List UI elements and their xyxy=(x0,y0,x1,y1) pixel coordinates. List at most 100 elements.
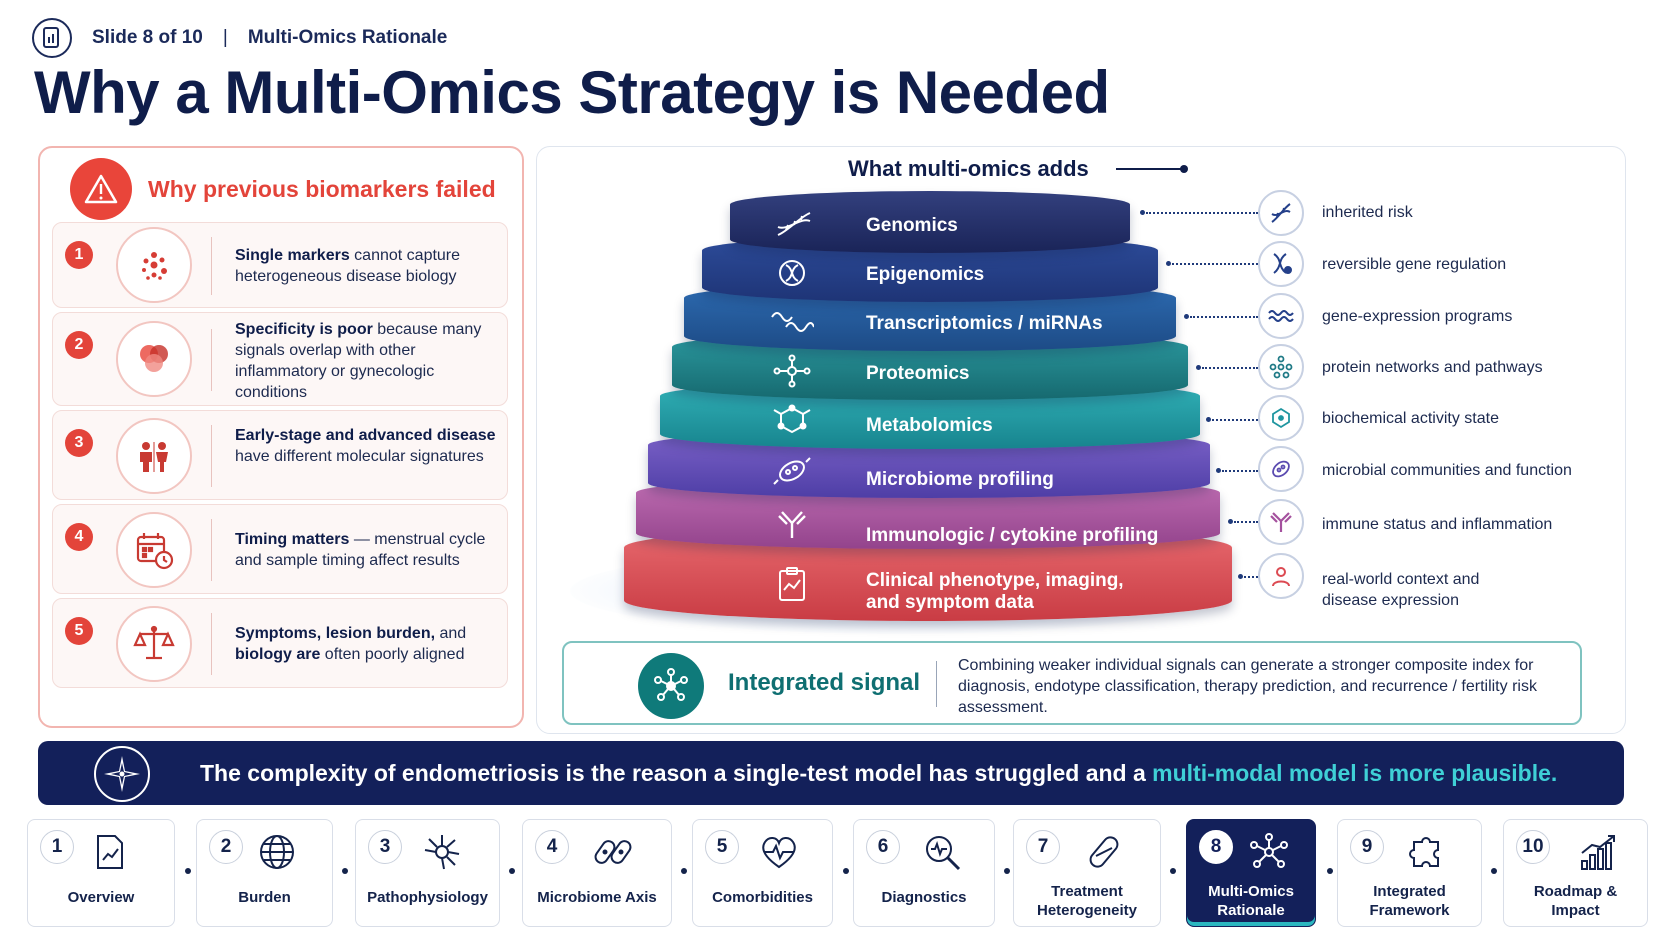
leader-line xyxy=(1222,470,1258,472)
leader-dot xyxy=(1238,574,1243,579)
person-icon xyxy=(1258,553,1304,599)
page-title: Why a Multi-Omics Strategy is Needed xyxy=(34,59,1110,126)
nav-number: 10 xyxy=(1516,830,1550,864)
reason-bold: Symptoms, lesion burden, xyxy=(235,625,436,642)
nav-slide-roadmap-impact[interactable]: 10 Roadmap &Impact xyxy=(1503,819,1648,927)
title-rule xyxy=(1116,168,1184,170)
network-icon xyxy=(1247,830,1291,874)
nav-connector xyxy=(843,868,849,874)
integrated-signal-box: Integrated signal Combining weaker indiv… xyxy=(562,641,1582,725)
nav-slide-comorbidities[interactable]: 5 Comorbidities xyxy=(692,819,833,927)
nav-connector xyxy=(1491,868,1497,874)
magnifier-pulse-icon xyxy=(920,830,964,874)
nav-label: Microbiome Axis xyxy=(537,889,657,906)
compass-star-icon xyxy=(94,746,150,802)
key-message-highlight: multi-modal model is more plausible. xyxy=(1152,760,1558,786)
integrated-divider xyxy=(936,661,937,707)
key-message-text: The complexity of endometriosis is the r… xyxy=(200,760,1153,786)
failed-biomarkers-header: Why previous biomarkers failed xyxy=(70,158,496,220)
key-message-banner: The complexity of endometriosis is the r… xyxy=(38,741,1624,805)
nav-label: Overview xyxy=(67,889,135,906)
network-dots-icon xyxy=(1258,344,1304,390)
reason-rest: cannot capture heterogeneous disease bio… xyxy=(235,247,461,285)
nav-number: 1 xyxy=(40,830,74,864)
key-message: The complexity of endometriosis is the r… xyxy=(200,760,1557,787)
nav-number: 9 xyxy=(1350,830,1384,864)
dots-cluster-icon xyxy=(116,227,192,303)
nav-slide-diagnostics[interactable]: 6 Diagnostics xyxy=(853,819,995,927)
nav-connector xyxy=(185,868,191,874)
nav-label-line2: Impact xyxy=(1551,902,1600,919)
integrated-signal-text: Combining weaker individual signals can … xyxy=(958,657,1537,716)
fail-reason-card: 1 Single markers cannot capture heteroge… xyxy=(52,222,508,308)
layer-label: Microbiome profiling xyxy=(866,469,1054,490)
nav-label: Pathophysiology xyxy=(367,889,488,906)
nav-slide-burden[interactable]: 2 Burden xyxy=(196,819,333,927)
leader-dot xyxy=(1184,314,1189,319)
failed-biomarkers-title: Why previous biomarkers failed xyxy=(148,175,496,202)
nav-label-line2: Heterogeneity xyxy=(1036,902,1138,919)
card-divider xyxy=(211,613,212,675)
adds-text: microbial communities and function xyxy=(1322,462,1572,479)
section-name: Multi-Omics Rationale xyxy=(247,27,448,48)
antibody-icon xyxy=(770,507,814,541)
leader-line xyxy=(1190,316,1258,318)
adds-text-line1: real-world context and xyxy=(1322,571,1480,588)
people-compare-icon xyxy=(116,418,192,494)
puzzle-icon xyxy=(1406,830,1450,874)
fail-reason-card: 2 Specificity is poor because many signa… xyxy=(52,312,508,406)
nav-slide-pathophysiology[interactable]: 3 Pathophysiology xyxy=(355,819,500,927)
rna-strand-icon xyxy=(770,305,814,339)
adds-text: reversible gene regulation xyxy=(1322,256,1507,273)
molecule-icon xyxy=(770,403,814,437)
fail-reason-text: Early-stage and advanced disease have di… xyxy=(235,425,497,467)
nav-slide-overview[interactable]: 1 Overview xyxy=(27,819,175,927)
fail-reason-text: Timing matters — menstrual cycle and sam… xyxy=(235,529,497,571)
warning-icon xyxy=(70,158,132,220)
multi-omics-title: What multi-omics adds xyxy=(848,156,1089,181)
leader-dot xyxy=(1140,210,1145,215)
card-divider xyxy=(211,425,212,487)
nav-label-line1: Multi-Omics xyxy=(1208,883,1294,900)
nav-connector xyxy=(509,868,515,874)
pill-icon xyxy=(1082,830,1126,874)
leader-dot xyxy=(1196,365,1201,370)
leader-dot xyxy=(1206,417,1211,422)
wave-icon xyxy=(1258,293,1304,339)
nav-label-line1: Treatment xyxy=(1051,883,1123,900)
molecule-icon xyxy=(1258,395,1304,441)
title-rule-dot xyxy=(1180,165,1188,173)
reason-bold: Single markers xyxy=(235,247,350,264)
header-bar: Slide 8 of 10 | Multi-Omics Rationale xyxy=(32,18,447,58)
layer-label: Transcriptomics / miRNAs xyxy=(866,313,1103,334)
fail-reason-text: Specificity is poor because many signals… xyxy=(235,319,497,403)
reason-rest: because many signals overlap with other … xyxy=(235,321,482,401)
layer-label: Genomics xyxy=(866,215,958,236)
reason-bold: Early-stage and advanced disease xyxy=(235,427,496,444)
leader-dot xyxy=(1166,261,1171,266)
reason-number: 3 xyxy=(65,429,93,457)
leader-line xyxy=(1146,212,1258,214)
adds-text: immune status and inflammation xyxy=(1322,516,1553,533)
slide-counter: Slide 8 of 10 xyxy=(92,27,203,48)
card-divider xyxy=(211,237,212,295)
layer-label-line1: Clinical phenotype, imaging, xyxy=(866,570,1124,591)
nav-connector xyxy=(1170,868,1176,874)
adds-text: gene-expression programs xyxy=(1322,308,1513,325)
adds-text: biochemical activity state xyxy=(1322,410,1499,427)
fail-reason-card: 5 Symptoms, lesion burden, and biology a… xyxy=(52,598,508,688)
nav-slide-microbiome-axis[interactable]: 4 Microbiome Axis xyxy=(522,819,672,927)
adds-text: real-world context and disease expression xyxy=(1322,569,1479,611)
layer-label: Clinical phenotype, imaging,and symptom … xyxy=(866,570,1124,614)
adds-text-line2: disease expression xyxy=(1322,592,1459,609)
reason-bold: Timing matters xyxy=(235,531,350,548)
heart-pulse-icon xyxy=(757,830,801,874)
globe-icon xyxy=(255,830,299,874)
leader-line xyxy=(1234,521,1258,523)
nav-label-line1: Integrated xyxy=(1373,883,1446,900)
card-divider xyxy=(211,519,212,581)
microbe-icon xyxy=(1258,446,1304,492)
